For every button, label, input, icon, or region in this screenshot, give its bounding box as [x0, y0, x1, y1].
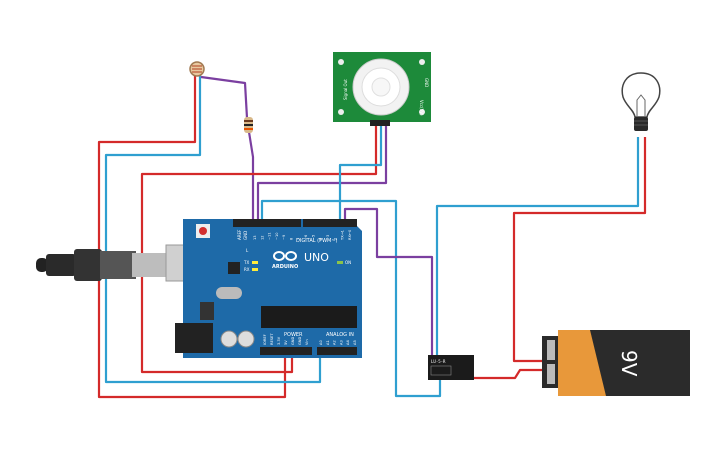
- pin-label: 12: [260, 235, 264, 240]
- pin-label: A5: [353, 340, 357, 345]
- on-label: ON: [345, 260, 351, 265]
- pin-label: A3: [339, 340, 343, 345]
- pin-label: 8: [290, 237, 294, 240]
- pin-label: 5V: [284, 340, 288, 345]
- power-header[interactable]: [260, 347, 312, 355]
- capacitor-icon: [220, 330, 238, 348]
- tx-label: TX: [243, 260, 249, 265]
- pin-label: GND: [298, 337, 302, 345]
- arduino-logo: [273, 251, 297, 261]
- pin-label: ~5: [311, 235, 315, 240]
- pin-label: ~6: [304, 234, 308, 240]
- power-jack: [175, 323, 213, 353]
- pir-label-right: GND: [424, 78, 429, 87]
- wire-pir-gnd[interactable]: [338, 124, 383, 221]
- gnd-label: GND: [243, 231, 248, 240]
- pin-label: A0: [319, 340, 323, 345]
- pin-label: ~10: [275, 232, 279, 240]
- relay[interactable]: LU-5-R: [428, 355, 474, 380]
- pin-label: ~9: [282, 234, 286, 240]
- analog-label: ANALOG IN: [326, 332, 354, 338]
- wire-pin-relay[interactable]: [343, 207, 434, 355]
- pin-label: IOREF: [263, 334, 267, 345]
- pin-label: A4: [346, 340, 350, 345]
- pin-label: 7: [297, 238, 301, 240]
- pir-sensor[interactable]: Signal Out GND Vcc(5V): [333, 52, 431, 126]
- brand-text: ARDUINO: [272, 264, 298, 270]
- pin-label: 4: [319, 237, 323, 240]
- battery-9v[interactable]: 9V: [542, 330, 690, 396]
- analog-header[interactable]: [317, 347, 357, 355]
- relay-label: LU-5-R: [431, 359, 446, 364]
- pin-label: A1: [326, 340, 330, 345]
- digital-header-2[interactable]: [303, 219, 357, 227]
- pir-label-top: Vcc(5V): [419, 100, 424, 116]
- pin-label: 13: [253, 235, 257, 240]
- light-bulb[interactable]: [621, 72, 661, 131]
- pir-label-left: Signal Out: [343, 79, 348, 100]
- pin-label: ~11: [268, 232, 272, 240]
- l-label: L: [246, 248, 249, 253]
- rx-label: RX: [244, 267, 250, 272]
- wire-relay-bulb-blue[interactable]: [435, 137, 640, 355]
- pin-label: TX→1: [341, 230, 345, 241]
- pin-label: ~3: [326, 235, 330, 240]
- photoresistor[interactable]: [189, 61, 205, 77]
- pin-label: GND: [291, 337, 295, 345]
- pin-label: RX←0: [348, 229, 352, 240]
- arduino-board[interactable]: ARDUINO UNO DIGITAL (PWM~) ANALOG IN POW…: [175, 219, 362, 358]
- pin-label: RESET: [270, 333, 274, 345]
- capacitor-icon: [237, 330, 255, 348]
- atmega-chip: [261, 306, 357, 328]
- pin-label: 3.3V: [277, 336, 281, 345]
- pin-label: 2: [333, 238, 337, 240]
- resistor[interactable]: [244, 117, 253, 133]
- power-label: POWER: [284, 332, 303, 338]
- pin-label: Vin: [305, 339, 309, 345]
- wire-gnd-relay[interactable]: [260, 199, 442, 398]
- battery-label: 9V: [617, 350, 641, 377]
- pin-label: A2: [333, 340, 337, 345]
- wire-bulb-battery-red[interactable]: [512, 137, 647, 363]
- model-text: UNO: [304, 251, 329, 264]
- wire-resistor-pin[interactable]: [247, 131, 255, 221]
- wire-pir-signal[interactable]: [256, 124, 388, 221]
- digital-label: DIGITAL (PWM~): [296, 238, 338, 244]
- digital-header-1[interactable]: [233, 219, 301, 227]
- usb-cable: [36, 244, 203, 282]
- wire-relay-battery-red[interactable]: [474, 368, 545, 380]
- wire-ldr-resistor[interactable]: [200, 75, 249, 119]
- aref-label: AREF: [237, 229, 242, 240]
